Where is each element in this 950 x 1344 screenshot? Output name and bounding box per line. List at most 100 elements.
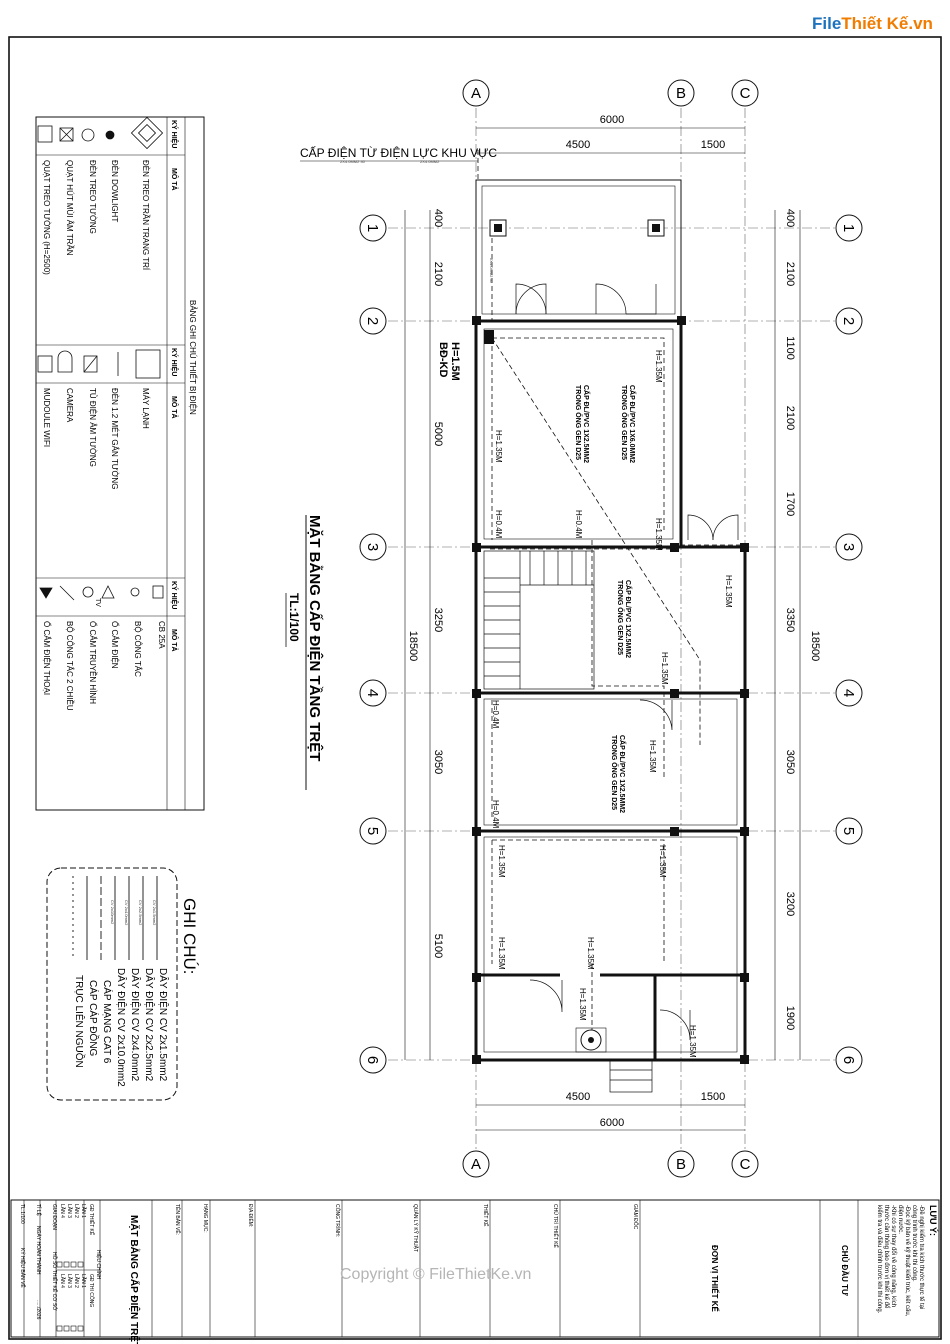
svg-text:TRỤC LIÊN NGUỒN: TRỤC LIÊN NGUỒN bbox=[73, 975, 86, 1068]
svg-text:CHỦ TRÌ THIẾT KẾ: CHỦ TRÌ THIẾT KẾ bbox=[552, 1204, 559, 1249]
svg-text:ĐÈN TREO TRẦN TRANG TRÍ: ĐÈN TREO TRẦN TRANG TRÍ bbox=[141, 160, 151, 271]
svg-text:18500: 18500 bbox=[407, 631, 419, 662]
svg-text:H=1.35M: H=1.35M bbox=[497, 845, 506, 878]
svg-text:HỒ SƠ THIẾT KẾ CƠ SỞ: HỒ SƠ THIẾT KẾ CƠ SỞ bbox=[51, 1252, 58, 1311]
svg-text:MẶT BẰNG CẤP ĐIỆN TRỆT: MẶT BẰNG CẤP ĐIỆN TRỆT bbox=[128, 1215, 141, 1344]
svg-text:3: 3 bbox=[840, 543, 857, 551]
svg-text:công trình trước khi thi công.: công trình trước khi thi công. bbox=[911, 1205, 917, 1282]
svg-text:NGÀY HOÀN THÀNH: NGÀY HOÀN THÀNH bbox=[35, 1226, 42, 1275]
svg-text:H=0.4M: H=0.4M bbox=[491, 800, 500, 829]
svg-text:2X4.0MM2 40: 2X4.0MM2 40 bbox=[489, 258, 494, 284]
svg-text:LẦN 4: LẦN 4 bbox=[59, 1274, 66, 1288]
svg-text:2100: 2100 bbox=[784, 262, 796, 286]
doors bbox=[515, 283, 739, 1093]
svg-text:CAMERA: CAMERA bbox=[65, 388, 74, 423]
svg-text:B: B bbox=[676, 1156, 686, 1173]
svg-text:CV 2x4.0mm2: CV 2x4.0mm2 bbox=[124, 900, 129, 926]
svg-text:CÁP CÁP ĐỒNG: CÁP CÁP ĐỒNG bbox=[87, 980, 100, 1057]
svg-text:LẦN 1: LẦN 1 bbox=[80, 1204, 87, 1218]
svg-text:2100: 2100 bbox=[784, 406, 796, 430]
svg-text:Ổ CẮM TRUYỀN HÌNH: Ổ CẮM TRUYỀN HÌNH bbox=[88, 621, 98, 704]
svg-text:4: 4 bbox=[364, 689, 381, 697]
svg-text:-Đề nghị kiểm tra kích thước t: -Đề nghị kiểm tra kích thước thực tế tại bbox=[918, 1205, 925, 1309]
svg-text:BẢNG GHI CHÚ THIẾT BỊ ĐIỆN: BẢNG GHI CHÚ THIẾT BỊ ĐIỆN bbox=[188, 300, 198, 415]
svg-text:...../2026: ...../2026 bbox=[35, 1300, 41, 1320]
svg-text:DÂY ĐIỆN CV 2x4.0mm2: DÂY ĐIỆN CV 2x4.0mm2 bbox=[129, 968, 142, 1082]
svg-text:GHI CHÚ:: GHI CHÚ: bbox=[180, 898, 199, 975]
svg-text:5100: 5100 bbox=[432, 934, 444, 958]
svg-text:DÂY ĐIỆN CV 2x10.0mm2: DÂY ĐIỆN CV 2x10.0mm2 bbox=[115, 968, 128, 1087]
svg-text:2X4.0MM2 40: 2X4.0MM2 40 bbox=[340, 159, 366, 164]
svg-text:ĐÈN TREO TƯỜNG: ĐÈN TREO TƯỜNG bbox=[88, 160, 97, 234]
svg-text:H=1.5M: H=1.5M bbox=[449, 342, 461, 381]
svg-text:DÂY ĐIỆN CV 2x2.5mm2: DÂY ĐIỆN CV 2x2.5mm2 bbox=[143, 968, 156, 1082]
svg-text:2: 2 bbox=[364, 317, 381, 325]
svg-text:4500: 4500 bbox=[566, 139, 590, 151]
svg-text:QUẢN LÝ KỸ THUẬT: QUẢN LÝ KỸ THUẬT bbox=[412, 1204, 419, 1252]
svg-text:1100: 1100 bbox=[784, 336, 796, 360]
svg-text:CHỦ ĐẦU TƯ: CHỦ ĐẦU TƯ bbox=[840, 1245, 850, 1296]
svg-text:18500: 18500 bbox=[809, 631, 821, 662]
svg-text:TÊN BẢN VẼ:: TÊN BẢN VẼ: bbox=[174, 1204, 182, 1235]
svg-text:H=0.4M: H=0.4M bbox=[491, 700, 500, 729]
svg-text:QUẠT TREO TƯỜNG (H=2500): QUẠT TREO TƯỜNG (H=2500) bbox=[42, 160, 51, 275]
svg-text:ĐÈN 1.2 MÉT GẮN TƯỜNG: ĐÈN 1.2 MÉT GẮN TƯỜNG bbox=[110, 388, 119, 489]
svg-text:H=1.35M: H=1.35M bbox=[724, 575, 733, 608]
svg-text:3: 3 bbox=[364, 543, 381, 551]
svg-text:CB 25A: CB 25A bbox=[157, 621, 166, 649]
svg-text:H=1.35M: H=1.35M bbox=[654, 518, 663, 551]
svg-text:6000: 6000 bbox=[600, 114, 624, 126]
svg-text:1: 1 bbox=[840, 224, 857, 232]
svg-text:1900: 1900 bbox=[784, 1006, 796, 1030]
svg-text:C: C bbox=[740, 85, 751, 102]
svg-text:A: A bbox=[471, 85, 481, 102]
svg-text:2X4.0MM2: 2X4.0MM2 bbox=[420, 159, 440, 164]
svg-text:LẦN 2: LẦN 2 bbox=[73, 1204, 80, 1218]
svg-text:LƯU Ý:: LƯU Ý: bbox=[928, 1205, 939, 1236]
svg-text:ĐÈN DOWLIGHT: ĐÈN DOWLIGHT bbox=[110, 160, 119, 222]
svg-text:H=1.35M: H=1.35M bbox=[586, 937, 595, 970]
svg-text:LẦN 3: LẦN 3 bbox=[66, 1204, 73, 1218]
svg-text:MẶT BẰNG CẤP ĐIỆN TẦNG TRỆT: MẶT BẰNG CẤP ĐIỆN TẦNG TRỆT bbox=[306, 515, 324, 761]
svg-text:B: B bbox=[676, 85, 686, 102]
svg-text:Ổ CẮM ĐIỆN THOẠI: Ổ CẮM ĐIỆN THOẠI bbox=[42, 621, 51, 695]
svg-text:CẤP ĐL/PVC 1X2.5MM2: CẤP ĐL/PVC 1X2.5MM2 bbox=[624, 580, 634, 658]
svg-text:QUẠT HÚT MÙI ÂM TRẦN: QUẠT HÚT MÙI ÂM TRẦN bbox=[65, 160, 75, 256]
svg-text:LẦN 2: LẦN 2 bbox=[73, 1274, 80, 1288]
svg-text:3050: 3050 bbox=[784, 750, 796, 774]
svg-text:THIẾT KẾ: THIẾT KẾ bbox=[482, 1204, 489, 1227]
svg-text:CÔNG TRÌNH:: CÔNG TRÌNH: bbox=[334, 1204, 341, 1237]
svg-text:TL:1/100: TL:1/100 bbox=[287, 593, 301, 642]
svg-text:ĐƠN VỊ THIẾT KẾ: ĐƠN VỊ THIẾT KẾ bbox=[710, 1245, 720, 1312]
svg-text:GIÁM ĐỐC: GIÁM ĐỐC bbox=[632, 1204, 639, 1230]
svg-text:LẦN 1: LẦN 1 bbox=[80, 1274, 87, 1288]
svg-text:2100: 2100 bbox=[432, 262, 444, 286]
svg-text:LẦN 3: LẦN 3 bbox=[66, 1274, 73, 1288]
grid-bubbles bbox=[359, 79, 863, 1178]
dimension-text: 6000 4500 1500 4500 1500 6000 bbox=[566, 114, 725, 1129]
svg-text:MÔ TẢ: MÔ TẢ bbox=[170, 396, 179, 419]
svg-text:C: C bbox=[740, 1156, 751, 1173]
devices bbox=[484, 219, 665, 1053]
legend-table: BẢNG GHI CHÚ THIẾT BỊ ĐIỆN KÝ HIỆU MÔ TẢ… bbox=[35, 116, 205, 811]
site-logo[interactable]: FileThiết Kế.vn bbox=[812, 14, 933, 33]
svg-text:GIAI ĐOẠN: GIAI ĐOẠN bbox=[51, 1204, 57, 1230]
svg-text:TL:1/100: TL:1/100 bbox=[19, 1204, 25, 1224]
svg-text:CÁP MẠNG CAT 6: CÁP MẠNG CAT 6 bbox=[101, 980, 114, 1064]
svg-text:GĐ THIẾT KẾ: GĐ THIẾT KẾ bbox=[88, 1204, 95, 1236]
svg-text:TRONG ỐNG GEN D25: TRONG ỐNG GEN D25 bbox=[574, 385, 584, 460]
svg-text:6000: 6000 bbox=[600, 1117, 624, 1129]
svg-text:5: 5 bbox=[364, 827, 381, 835]
svg-text:A: A bbox=[471, 1156, 481, 1173]
notes-box: GHI CHÚ: DÂY ĐIỆN CV 2x1.5mm2 DÂY ĐIỆN C… bbox=[46, 867, 199, 1101]
svg-text:CẤP ĐL/PVC 1X2.5MM2: CẤP ĐL/PVC 1X2.5MM2 bbox=[582, 385, 592, 463]
floor-plan: CẤP ĐIỆN TỪ ĐIỆN LỰC KHU VỰC H=1.5M BĐ-K… bbox=[285, 79, 863, 1178]
svg-text:3350: 3350 bbox=[784, 608, 796, 632]
height-tags: H=1.35M H=1.35M H=0.4M H=0.4M H=1.35M H=… bbox=[491, 350, 733, 1058]
svg-text:KÝ HIỆU: KÝ HIỆU bbox=[170, 348, 179, 376]
staircase bbox=[483, 550, 595, 690]
svg-text:CẤP ĐL/PVC 1X6.0MM2: CẤP ĐL/PVC 1X6.0MM2 bbox=[628, 385, 638, 463]
plan-title: MẶT BẰNG CẤP ĐIỆN TẦNG TRỆT TL:1/100 bbox=[285, 515, 324, 790]
